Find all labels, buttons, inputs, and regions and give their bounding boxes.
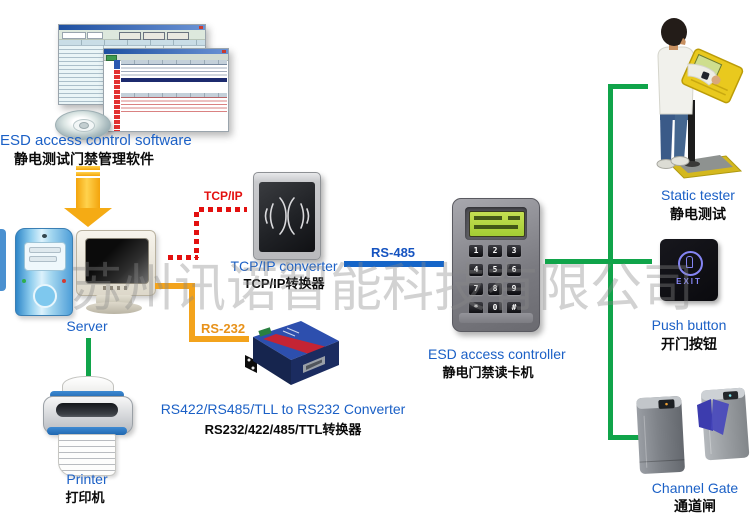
controller-label-en: ESD access controller bbox=[428, 346, 566, 362]
toolbar-input bbox=[62, 32, 86, 39]
tcpip-line-segment bbox=[168, 255, 198, 260]
company-watermark: 苏州讯诺智能科技有限公司 bbox=[70, 260, 695, 318]
rs232-line-segment bbox=[155, 283, 195, 289]
key-0[interactable]: 0 bbox=[488, 302, 502, 314]
server-monitor bbox=[76, 230, 156, 296]
selected-row bbox=[121, 78, 227, 82]
rs422-converter-device bbox=[245, 321, 339, 385]
software-window-front bbox=[103, 48, 229, 132]
tcpip-line-segment bbox=[194, 212, 199, 258]
rs232-line-segment bbox=[189, 336, 249, 342]
rs232-line-segment bbox=[189, 283, 195, 342]
channel-gate-label-en: Channel Gate bbox=[651, 480, 739, 496]
static-tester-label-zh: 静电测试 bbox=[670, 206, 726, 222]
connection-to-channel-gate bbox=[608, 435, 645, 440]
window-title-bar bbox=[104, 49, 228, 54]
server-label: Server bbox=[66, 318, 108, 334]
key-9[interactable]: 9 bbox=[507, 283, 521, 295]
push-button-label-en: Push button bbox=[651, 317, 727, 333]
monitor-base bbox=[86, 302, 142, 314]
rs422-converter-label-zh: RS232/422/485/TTL转换器 bbox=[204, 422, 362, 437]
toolbar-button bbox=[106, 55, 117, 61]
tcpip-converter-label-en: TCP/IP converter bbox=[230, 258, 338, 274]
keypad: 1 2 3 4 5 6 7 8 9 * 0 # bbox=[469, 245, 521, 314]
rs422-converter-label-en: RS422/RS485/TLL to RS232 Converter bbox=[160, 401, 406, 417]
toolbar-button bbox=[143, 31, 165, 40]
table-area bbox=[121, 60, 227, 130]
connection-controller-pushbutton bbox=[545, 259, 652, 264]
rs232-line-label: RS-232 bbox=[201, 321, 246, 336]
exit-text: EXIT bbox=[676, 277, 702, 286]
monitor-stand bbox=[96, 295, 132, 304]
esd-access-controller-device: 1 2 3 4 5 6 7 8 9 * 0 # bbox=[452, 198, 540, 332]
static-tester-label-en: Static tester bbox=[661, 187, 735, 203]
static-tester-photo bbox=[656, 18, 744, 179]
toolbar-button bbox=[119, 31, 141, 40]
tcpip-converter-device bbox=[253, 172, 321, 260]
finger-icon bbox=[686, 256, 693, 268]
key-star[interactable]: * bbox=[469, 302, 483, 314]
push-button-label-zh: 开门按钮 bbox=[661, 336, 717, 352]
printer-label-zh: 打印机 bbox=[65, 490, 105, 505]
connection-to-static-tester bbox=[608, 84, 648, 89]
toolbar-input bbox=[87, 32, 103, 39]
channel-gate-label-zh: 通道闸 bbox=[674, 498, 716, 514]
toolbar-button bbox=[167, 31, 189, 40]
window-title-bar bbox=[59, 25, 205, 30]
window-toolbar bbox=[59, 30, 205, 40]
exit-push-button-device[interactable]: EXIT bbox=[660, 239, 718, 301]
connection-server-printer bbox=[86, 338, 91, 378]
tcpip-line-segment bbox=[199, 207, 247, 212]
key-4[interactable]: 4 bbox=[469, 264, 483, 276]
key-8[interactable]: 8 bbox=[488, 283, 502, 295]
key-6[interactable]: 6 bbox=[507, 264, 521, 276]
channel-gate-photo bbox=[636, 387, 750, 474]
key-3[interactable]: 3 bbox=[507, 245, 521, 257]
server-tower bbox=[15, 228, 73, 316]
rs485-line bbox=[344, 261, 444, 267]
rfid-wave-icon bbox=[264, 197, 310, 235]
clipped-object bbox=[0, 229, 6, 291]
key-2[interactable]: 2 bbox=[488, 245, 502, 257]
software-cd-disc bbox=[55, 110, 111, 140]
row-index-strip bbox=[114, 60, 120, 131]
close-icon bbox=[199, 26, 203, 29]
key-7[interactable]: 7 bbox=[469, 283, 483, 295]
lcd-screen bbox=[469, 211, 525, 237]
tcpip-converter-label-zh: TCP/IP转换器 bbox=[243, 276, 325, 291]
rs485-line-label: RS-485 bbox=[370, 245, 416, 260]
key-1[interactable]: 1 bbox=[469, 245, 483, 257]
button-circle-icon bbox=[678, 251, 703, 276]
key-hash[interactable]: # bbox=[507, 302, 521, 314]
key-5[interactable]: 5 bbox=[488, 264, 502, 276]
printer-label-en: Printer bbox=[66, 471, 108, 487]
monitor-screen bbox=[85, 238, 149, 284]
gate-pillar-left bbox=[636, 396, 685, 474]
controller-label-zh: 静电门禁读卡机 bbox=[442, 365, 534, 380]
close-icon bbox=[222, 50, 226, 53]
software-title-en: ESD access control software bbox=[0, 132, 192, 149]
software-title-zh: 静电测试门禁管理软件 bbox=[14, 151, 154, 167]
tcpip-line-label: TCP/IP bbox=[204, 189, 243, 203]
